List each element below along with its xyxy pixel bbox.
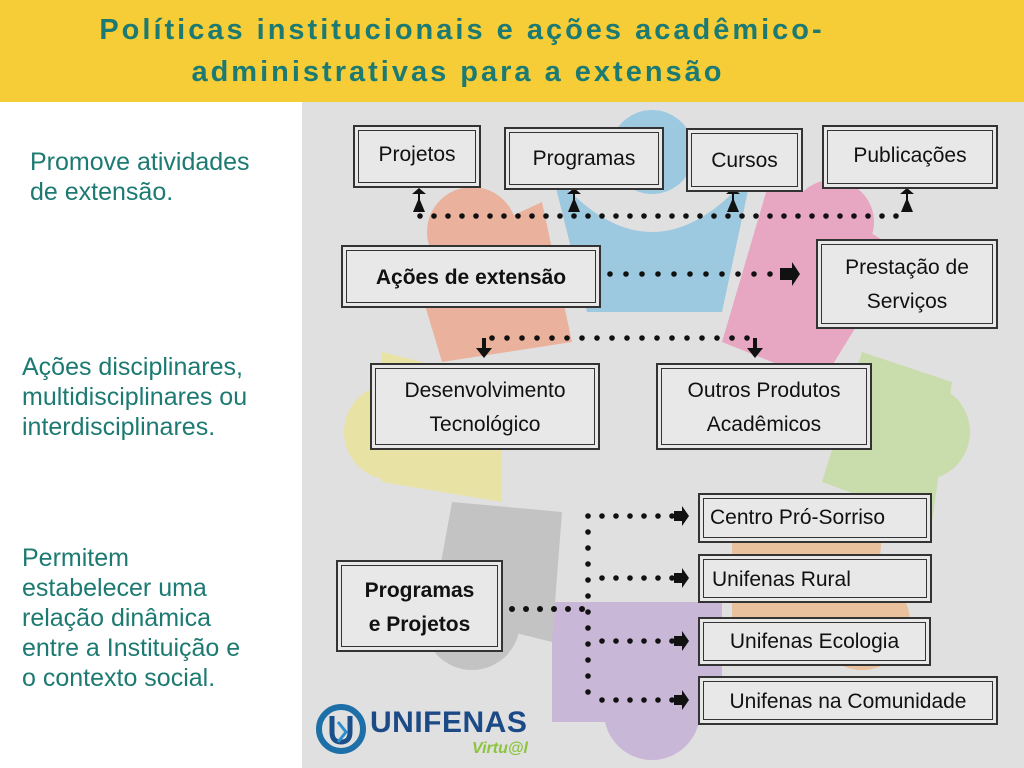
text-acoes-disciplinares: Ações disciplinares, multidisciplinares … xyxy=(22,352,247,442)
box-label: Cursos xyxy=(711,149,778,172)
box-label-line1: Programas xyxy=(364,579,475,602)
list-item-unifenas-ecologia: Unifenas Ecologia xyxy=(698,617,931,666)
unifenas-logo: UNIFENAS Virtu@l xyxy=(316,700,536,760)
box-label: Programas xyxy=(532,147,636,170)
text-line: interdisciplinares. xyxy=(22,413,216,441)
text-line: Promove atividades xyxy=(30,148,250,176)
text-line: multidisciplinares ou xyxy=(22,383,248,411)
text-line: de extensão. xyxy=(30,178,174,206)
text-line: Ações disciplinares, xyxy=(22,353,243,381)
connector-lines xyxy=(412,188,914,710)
box-label: Ações de extensão xyxy=(375,266,567,289)
box-label-line1: Outros Produtos xyxy=(687,379,841,402)
box-label: Unifenas na Comunidade xyxy=(729,690,967,713)
box-prestacao-de-servicos: Prestação de Serviços xyxy=(816,239,998,329)
text-line: Permitem xyxy=(22,544,129,572)
header-banner: Políticas institucionais e ações acadêmi… xyxy=(0,0,1024,102)
unifenas-logo-icon xyxy=(316,704,366,754)
box-projetos: Projetos xyxy=(353,125,481,188)
logo-sub: Virtu@l xyxy=(472,740,528,757)
box-label: Publicações xyxy=(853,144,967,167)
box-label-line1: Desenvolvimento xyxy=(404,379,566,402)
box-label: Unifenas Rural xyxy=(712,568,851,591)
box-publicacoes: Publicações xyxy=(822,125,998,189)
box-programas-e-projetos: Programas e Projetos xyxy=(336,560,503,652)
box-desenvolvimento-tecnologico: Desenvolvimento Tecnológico xyxy=(370,363,600,450)
text-line: estabelecer uma xyxy=(22,574,207,602)
text-line: entre a Instituição e xyxy=(22,634,241,662)
list-item-unifenas-rural: Unifenas Rural xyxy=(698,554,932,603)
box-outros-produtos-academicos: Outros Produtos Acadêmicos xyxy=(656,363,872,450)
box-label-line2: e Projetos xyxy=(368,613,471,636)
text-permitem: Permitem estabelecer uma relação dinâmic… xyxy=(22,543,240,693)
diagram-panel: Projetos Programas Cursos Publicações Aç… xyxy=(302,102,1024,768)
text-line: relação dinâmica xyxy=(22,604,211,632)
box-acoes-de-extensao: Ações de extensão xyxy=(341,245,601,308)
page-title-line1: Políticas institucionais e ações acadêmi… xyxy=(99,14,825,46)
box-label: Unifenas Ecologia xyxy=(729,630,900,653)
box-label-line2: Tecnológico xyxy=(429,413,541,436)
box-label-line2: Acadêmicos xyxy=(706,413,822,436)
box-label: Projetos xyxy=(378,143,456,166)
box-programas: Programas xyxy=(504,127,664,190)
list-item-centro-pro-sorriso: Centro Pró-Sorriso xyxy=(698,493,932,543)
box-label-line1: Prestação de xyxy=(845,256,969,279)
box-label: Centro Pró-Sorriso xyxy=(710,506,886,529)
box-label-line2: Serviços xyxy=(866,290,948,313)
logo-name: UNIFENAS xyxy=(370,706,528,739)
box-cursos: Cursos xyxy=(686,128,803,192)
text-line: o contexto social. xyxy=(22,664,216,692)
left-text-panel: Promove atividades de extensão. Ações di… xyxy=(0,102,302,768)
page-title-line2: administrativas para a extensão xyxy=(191,56,725,88)
text-promove: Promove atividades de extensão. xyxy=(30,147,250,207)
list-item-unifenas-na-comunidade: Unifenas na Comunidade xyxy=(698,676,998,725)
